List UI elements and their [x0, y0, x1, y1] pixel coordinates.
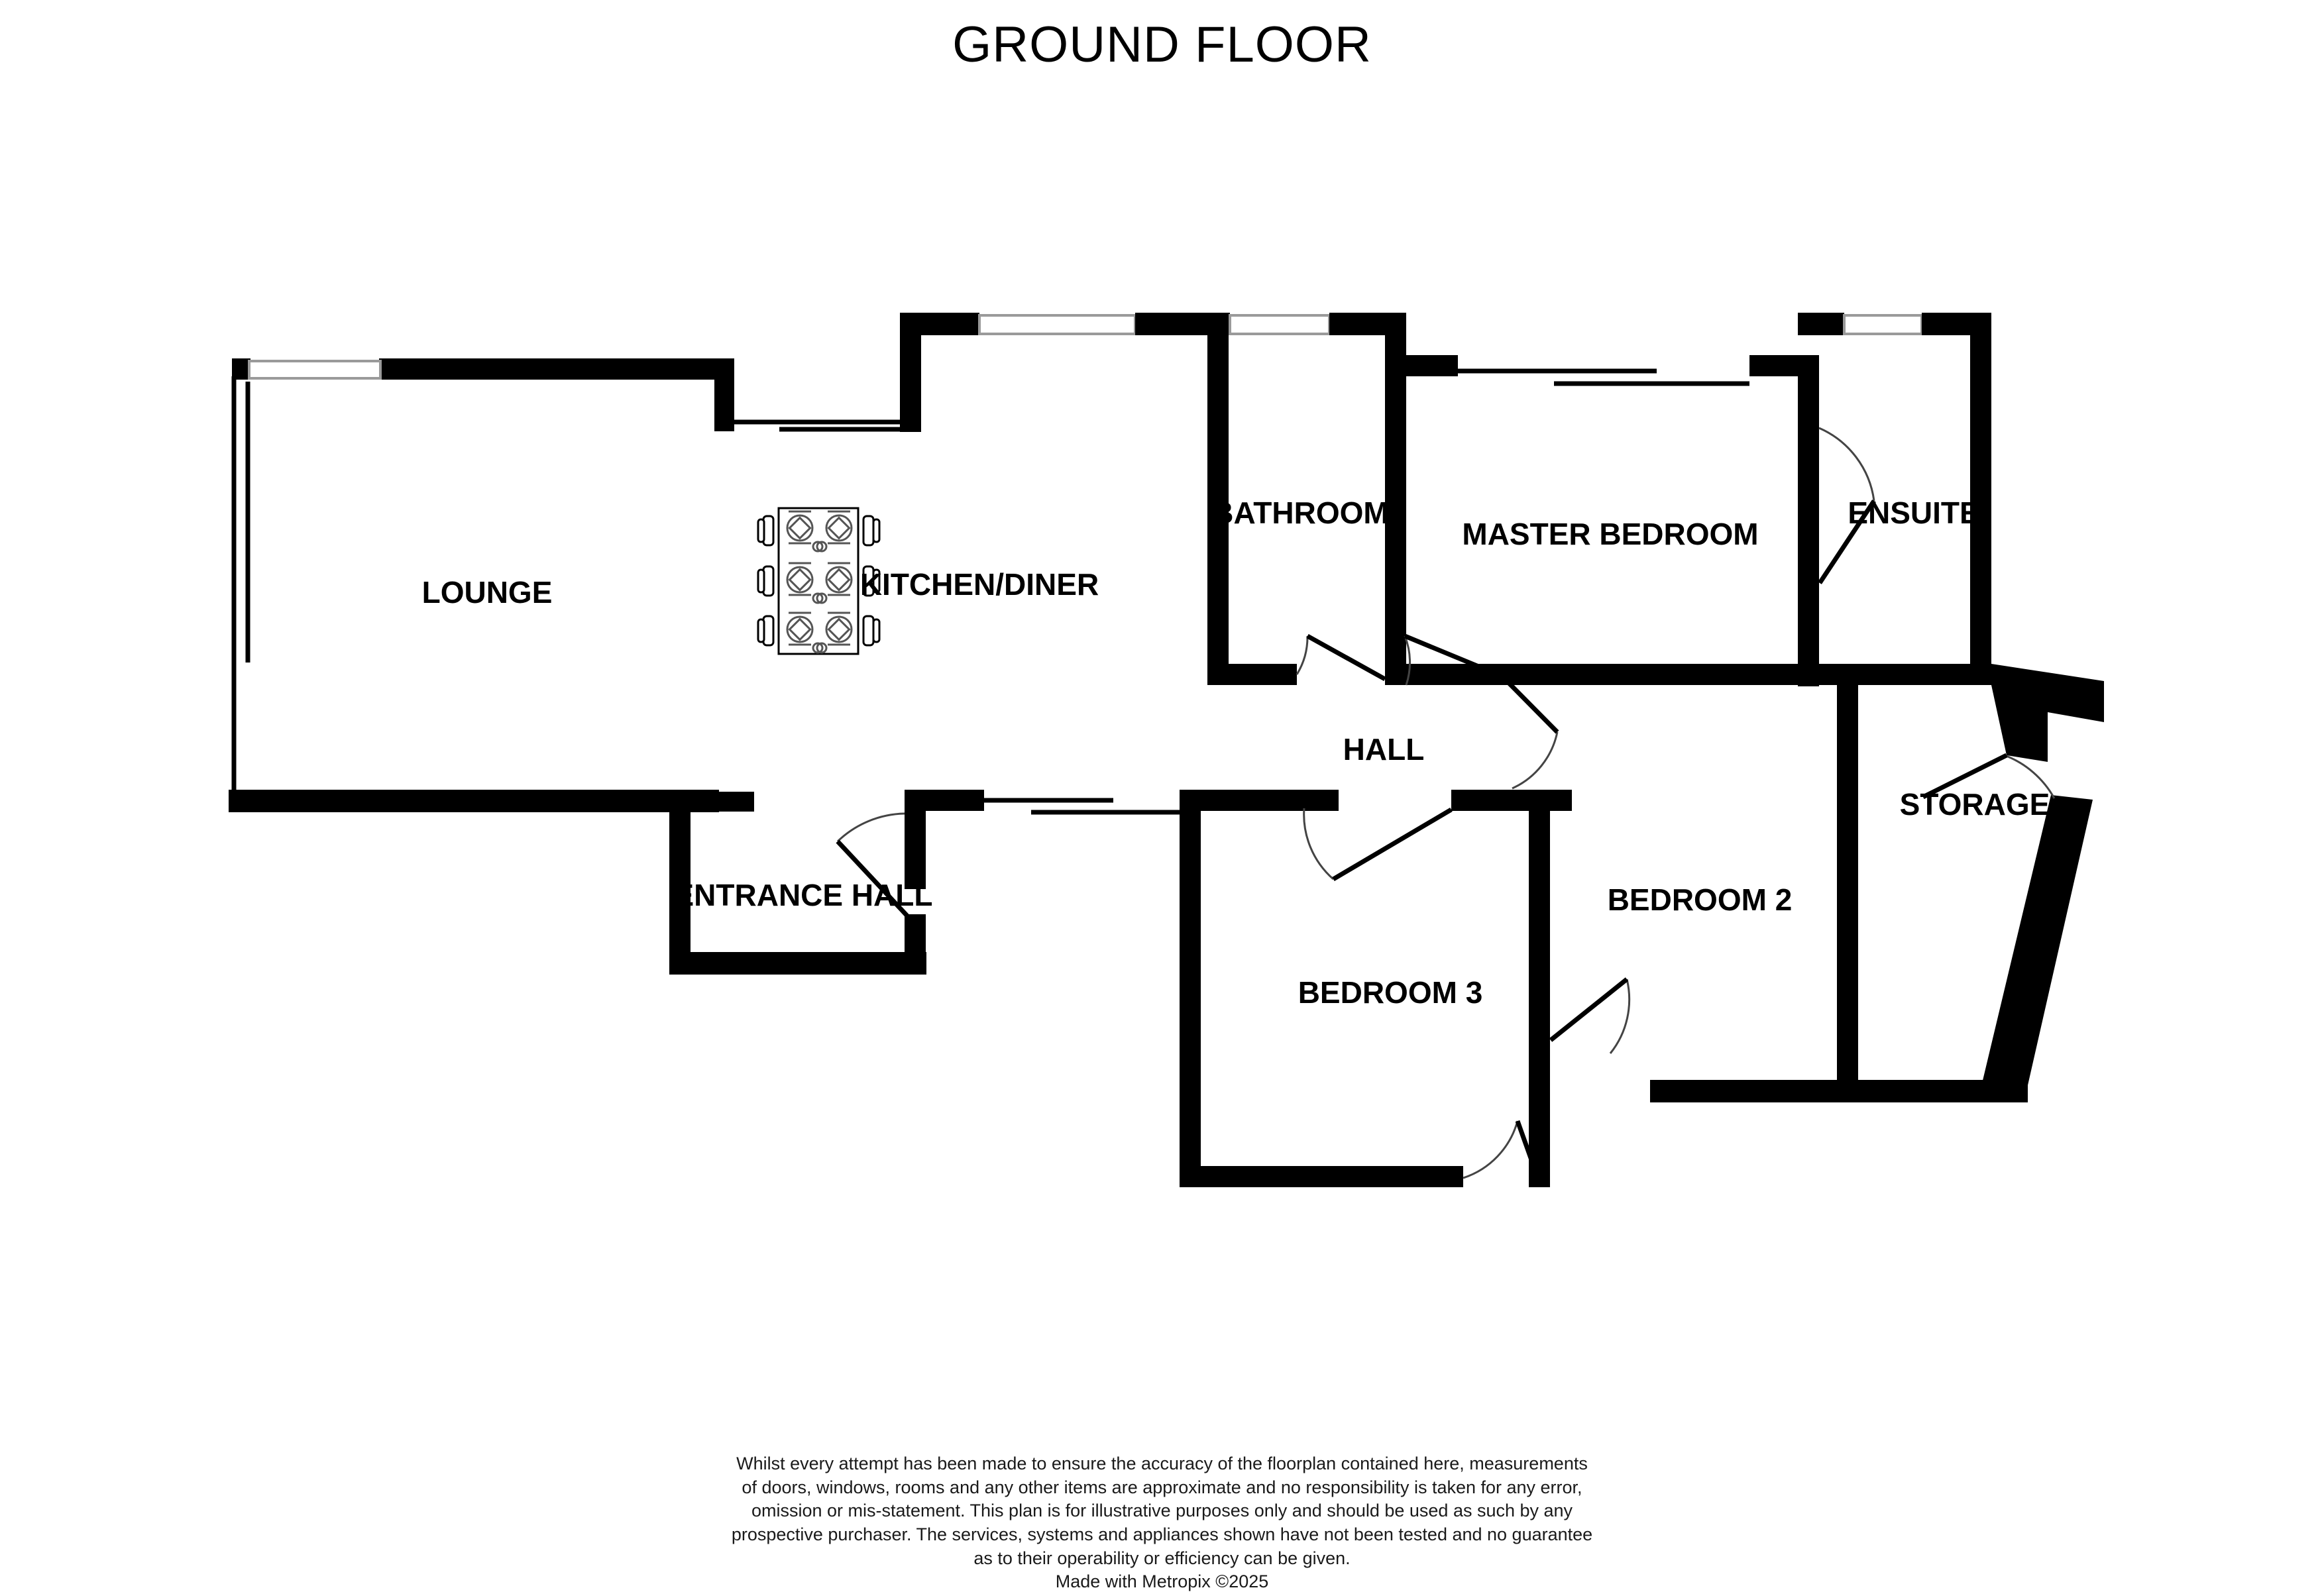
door-leaf-bedroom3 — [1332, 807, 1453, 882]
room-labels-group: LOUNGE KITCHEN/DINER BATHROOM MASTER BED… — [422, 496, 2050, 1010]
room-label-bathroom: BATHROOM — [1211, 496, 1388, 530]
wall-bedroom3-right — [1529, 790, 1550, 1018]
chair-left-1 — [757, 515, 775, 547]
wall-entrance-left — [669, 792, 691, 972]
disclaimer-credit: Made with Metropix ©2025 — [1055, 1571, 1269, 1592]
room-label-master-bedroom: MASTER BEDROOM — [1462, 517, 1758, 551]
wall-lounge-top-stub — [232, 358, 250, 380]
chair-right-2 — [862, 565, 881, 597]
wall-storage-left — [1837, 678, 1858, 1092]
door-arc-bedroom2-lower — [1609, 979, 1631, 1054]
room-label-entrance-hall: ENTRANCE HALL — [674, 878, 933, 912]
door-arc-bedroom2 — [1512, 731, 1559, 790]
wall-master-bottom — [1406, 664, 1506, 685]
door-leaf-master-bedroom — [1404, 633, 1506, 680]
door-arc-master-bedroom — [1404, 635, 1411, 686]
wall-entrance-right — [905, 790, 926, 889]
wall-ensuite-right — [1970, 313, 1991, 684]
wall-hall-right — [1816, 664, 1837, 678]
window-kitchen-2 — [1229, 314, 1331, 335]
wall-entrance-bottom — [669, 952, 926, 975]
window-ensuite — [1843, 314, 1923, 335]
door-leaf-storage — [1922, 753, 2008, 800]
wall-lounge-bottom — [229, 790, 719, 812]
door-arc-ensuite — [1818, 427, 1875, 502]
doors-group — [836, 427, 2056, 1187]
door-leaf-bedroom2-lower — [1549, 977, 1629, 1042]
wall-bedroom3-right-lower — [1529, 1073, 1550, 1187]
door-arc-bathroom — [1296, 635, 1309, 675]
place-setting-1 — [786, 510, 824, 553]
disclaimer-line-5: as to their operability or efficiency ca… — [973, 1548, 1351, 1568]
door-leaf-entrance-hall — [836, 839, 915, 924]
window-lounge-top — [248, 360, 382, 380]
door-arc-entrance-hall — [836, 812, 905, 843]
chair-left-2 — [757, 565, 775, 597]
window-kitchen-1 — [978, 314, 1136, 335]
door-arc-bedroom3-lower — [1463, 1120, 1519, 1179]
wall-lounge-right — [714, 358, 734, 431]
wall-storage-angled — [1978, 795, 2093, 1100]
wall-bedroom3-left — [1180, 790, 1201, 1187]
wall-master-left — [1385, 313, 1406, 685]
wall-bathroom-bottom — [1207, 664, 1297, 685]
wall-lounge-top — [379, 358, 732, 380]
chair-right-1 — [862, 515, 881, 547]
room-label-ensuite: ENSUITE — [1848, 496, 1979, 530]
room-label-bedroom-3: BEDROOM 3 — [1298, 975, 1483, 1010]
disclaimer-line-3: omission or mis-statement. This plan is … — [751, 1501, 1573, 1521]
room-label-storage: STORAGE — [1900, 787, 2050, 822]
door-leaf-ensuite — [1818, 500, 1876, 584]
wall-storage-outer-top — [1991, 664, 2104, 762]
room-label-bedroom-2: BEDROOM 2 — [1608, 882, 1793, 917]
chair-left-3 — [757, 615, 775, 647]
place-setting-3 — [786, 562, 824, 604]
disclaimer-line-4: prospective purchaser. The services, sys… — [731, 1524, 1593, 1544]
door-leaf-bedroom2 — [1504, 678, 1559, 734]
room-label-hall: HALL — [1343, 732, 1425, 767]
door-leaf-bathroom — [1306, 633, 1386, 682]
wall-bedroom3-bottom — [1180, 1166, 1463, 1187]
dining-table — [757, 507, 881, 655]
wall-kitchen-left — [900, 313, 921, 432]
room-label-lounge: LOUNGE — [422, 575, 553, 610]
wall-bathroom-left — [1207, 313, 1229, 684]
place-setting-5 — [786, 611, 824, 654]
place-setting-6 — [816, 611, 853, 654]
place-setting-4 — [816, 562, 853, 604]
walls-group — [229, 313, 2104, 1187]
chair-right-3 — [862, 615, 881, 647]
wall-hall-bottom-left — [1180, 790, 1305, 811]
wall-hall-bottom-right — [1451, 790, 1551, 811]
place-setting-2 — [816, 510, 853, 553]
room-label-kitchen-diner: KITCHEN/DINER — [860, 567, 1099, 602]
door-arc-storage — [2004, 754, 2056, 799]
door-leaf-bedroom3-lower — [1515, 1120, 1543, 1187]
wall-bedroom2-bottom — [1650, 1080, 1849, 1102]
disclaimer-line-1: Whilst every attempt has been made to en… — [736, 1454, 1588, 1473]
disclaimer-block: Whilst every attempt has been made to en… — [0, 1452, 2324, 1594]
door-arc-bedroom3 — [1303, 808, 1334, 880]
disclaimer-line-2: of doors, windows, rooms and any other i… — [742, 1477, 1582, 1497]
wall-ensuite-top-left — [1798, 313, 1844, 335]
wall-master-right — [1798, 355, 1819, 686]
page-title: GROUND FLOOR — [952, 17, 1372, 73]
wall-hall-top-right — [1506, 664, 1800, 685]
